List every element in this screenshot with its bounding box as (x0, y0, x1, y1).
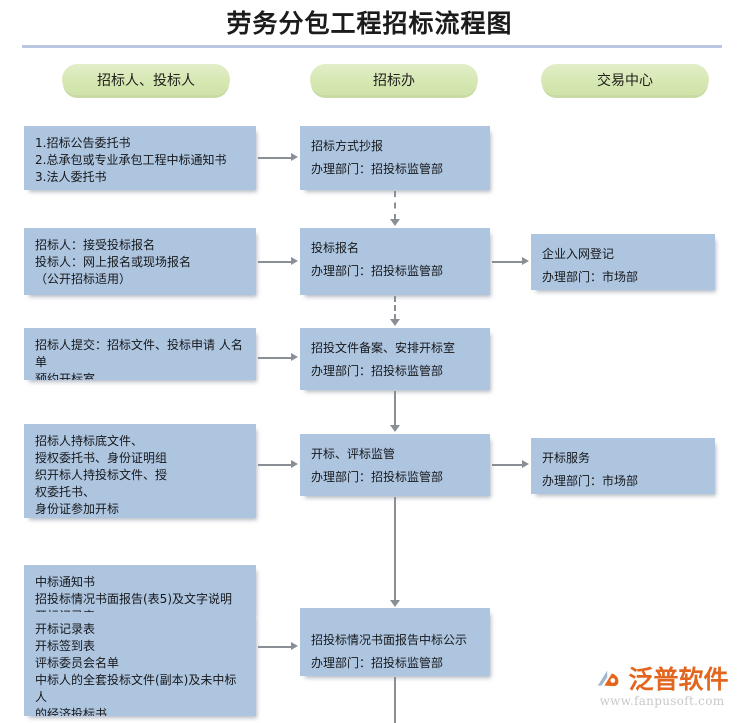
connector-c1n4-to-c2n4-arrow-icon (291, 460, 298, 468)
node-office-file-record[interactable]: 招投文件备案、安排开标室 办理部门：招投标监管部 (300, 328, 490, 390)
connector-c1n2-to-c2n2-arrow-icon (291, 257, 298, 265)
lane-header-bid-office-label: 招标办 (373, 72, 415, 89)
connector-c2n4-to-c2n5-arrow-icon (390, 600, 400, 607)
connector-c2n2-to-c2n3-arrow-icon (390, 319, 400, 326)
node-bidder-submit-docs[interactable]: 招标人提交：招标文件、投标申请 人名单 预约开标室 (24, 328, 256, 380)
connector-c1n1-to-c2n1 (258, 157, 292, 159)
watermark-brand: 泛普软件 (628, 664, 729, 694)
connector-c2n1-to-c2n2 (394, 191, 396, 220)
connector-c1n2-to-c2n2 (258, 261, 292, 263)
fanpu-logo-icon (598, 670, 619, 686)
connector-c2n4-to-c3n2 (492, 464, 523, 466)
node-office-bid-registration[interactable]: 投标报名 办理部门：招投标监管部 (300, 228, 490, 295)
node-bidder-open-bid-attend[interactable]: 招标人持标底文件、 授权委托书、身份证明组 织开标人持投标文件、授 权委托书、 … (24, 424, 256, 518)
connector-c2n2-to-c2n3 (394, 296, 396, 320)
title-divider (22, 45, 722, 48)
lane-header-bidder[interactable]: 招标人、投标人 (62, 64, 230, 95)
lane-header-trade-center-label: 交易中心 (597, 72, 653, 89)
lane-header-bid-office[interactable]: 招标办 (310, 64, 478, 95)
connector-c2n4-to-c3n2-arrow-icon (522, 460, 529, 468)
node-center-open-bid-service[interactable]: 开标服务 办理部门：市场部 (531, 438, 715, 494)
connector-c1n1-to-c2n1-arrow-icon (291, 153, 298, 161)
watermark-row: 泛普软件 (595, 664, 729, 695)
node-bidder-award-docs-part1[interactable]: 中标通知书 招投标情况书面报告(表5)及文字说明 开标记录表 (24, 565, 256, 615)
node-office-open-evaluate-supervise[interactable]: 开标、评标监管 办理部门：招投标监管部 (300, 434, 490, 496)
connector-c2n2-to-c3n1-arrow-icon (522, 257, 529, 265)
connector-c2n3-to-c2n4-arrow-icon (390, 425, 400, 432)
lane-header-trade-center[interactable]: 交易中心 (541, 64, 709, 95)
node-bidder-registration[interactable]: 招标人：接受投标报名 投标人：网上报名或现场报名 （公开招标适用） (24, 228, 256, 295)
connector-c2n4-to-c2n5 (394, 497, 396, 601)
connector-c1n4-to-c2n4 (258, 464, 292, 466)
connector-c1n6-to-c2n5-arrow-icon (291, 642, 298, 650)
connector-c2n1-to-c2n2-arrow-icon (390, 219, 400, 226)
connector-c1n6-to-c2n5 (258, 646, 292, 648)
page-title: 劳务分包工程招标流程图 (226, 9, 513, 38)
node-office-award-publicity[interactable]: 招投标情况书面报告中标公示 办理部门：招投标监管部 (300, 620, 490, 676)
connector-c2n3-to-c2n4 (394, 391, 396, 426)
connector-c2n2-to-c3n1 (492, 261, 523, 263)
node-bidder-documents[interactable]: 1.招标公告委托书 2.总承包或专业承包工程中标通知书 3.法人委托书 (24, 126, 256, 190)
lane-header-bidder-label: 招标人、投标人 (97, 72, 195, 89)
connector-c2n5-outflow (394, 677, 396, 723)
node-office-report-method[interactable]: 招标方式抄报 办理部门：招投标监管部 (300, 126, 490, 190)
watermark: 泛普软件 www.fanpusoft.com (591, 657, 733, 715)
connector-c1n3-to-c2n3 (258, 357, 292, 359)
node-bidder-award-docs-part2[interactable]: 开标记录表 开标签到表 评标委员会名单 中标人的全套投标文件(副本)及未中标人 … (24, 612, 256, 716)
connector-c1n3-to-c2n3-arrow-icon (291, 353, 298, 361)
watermark-url: www.fanpusoft.com (599, 693, 725, 708)
node-center-enterprise-network-registration[interactable]: 企业入网登记 办理部门：市场部 (531, 234, 715, 290)
